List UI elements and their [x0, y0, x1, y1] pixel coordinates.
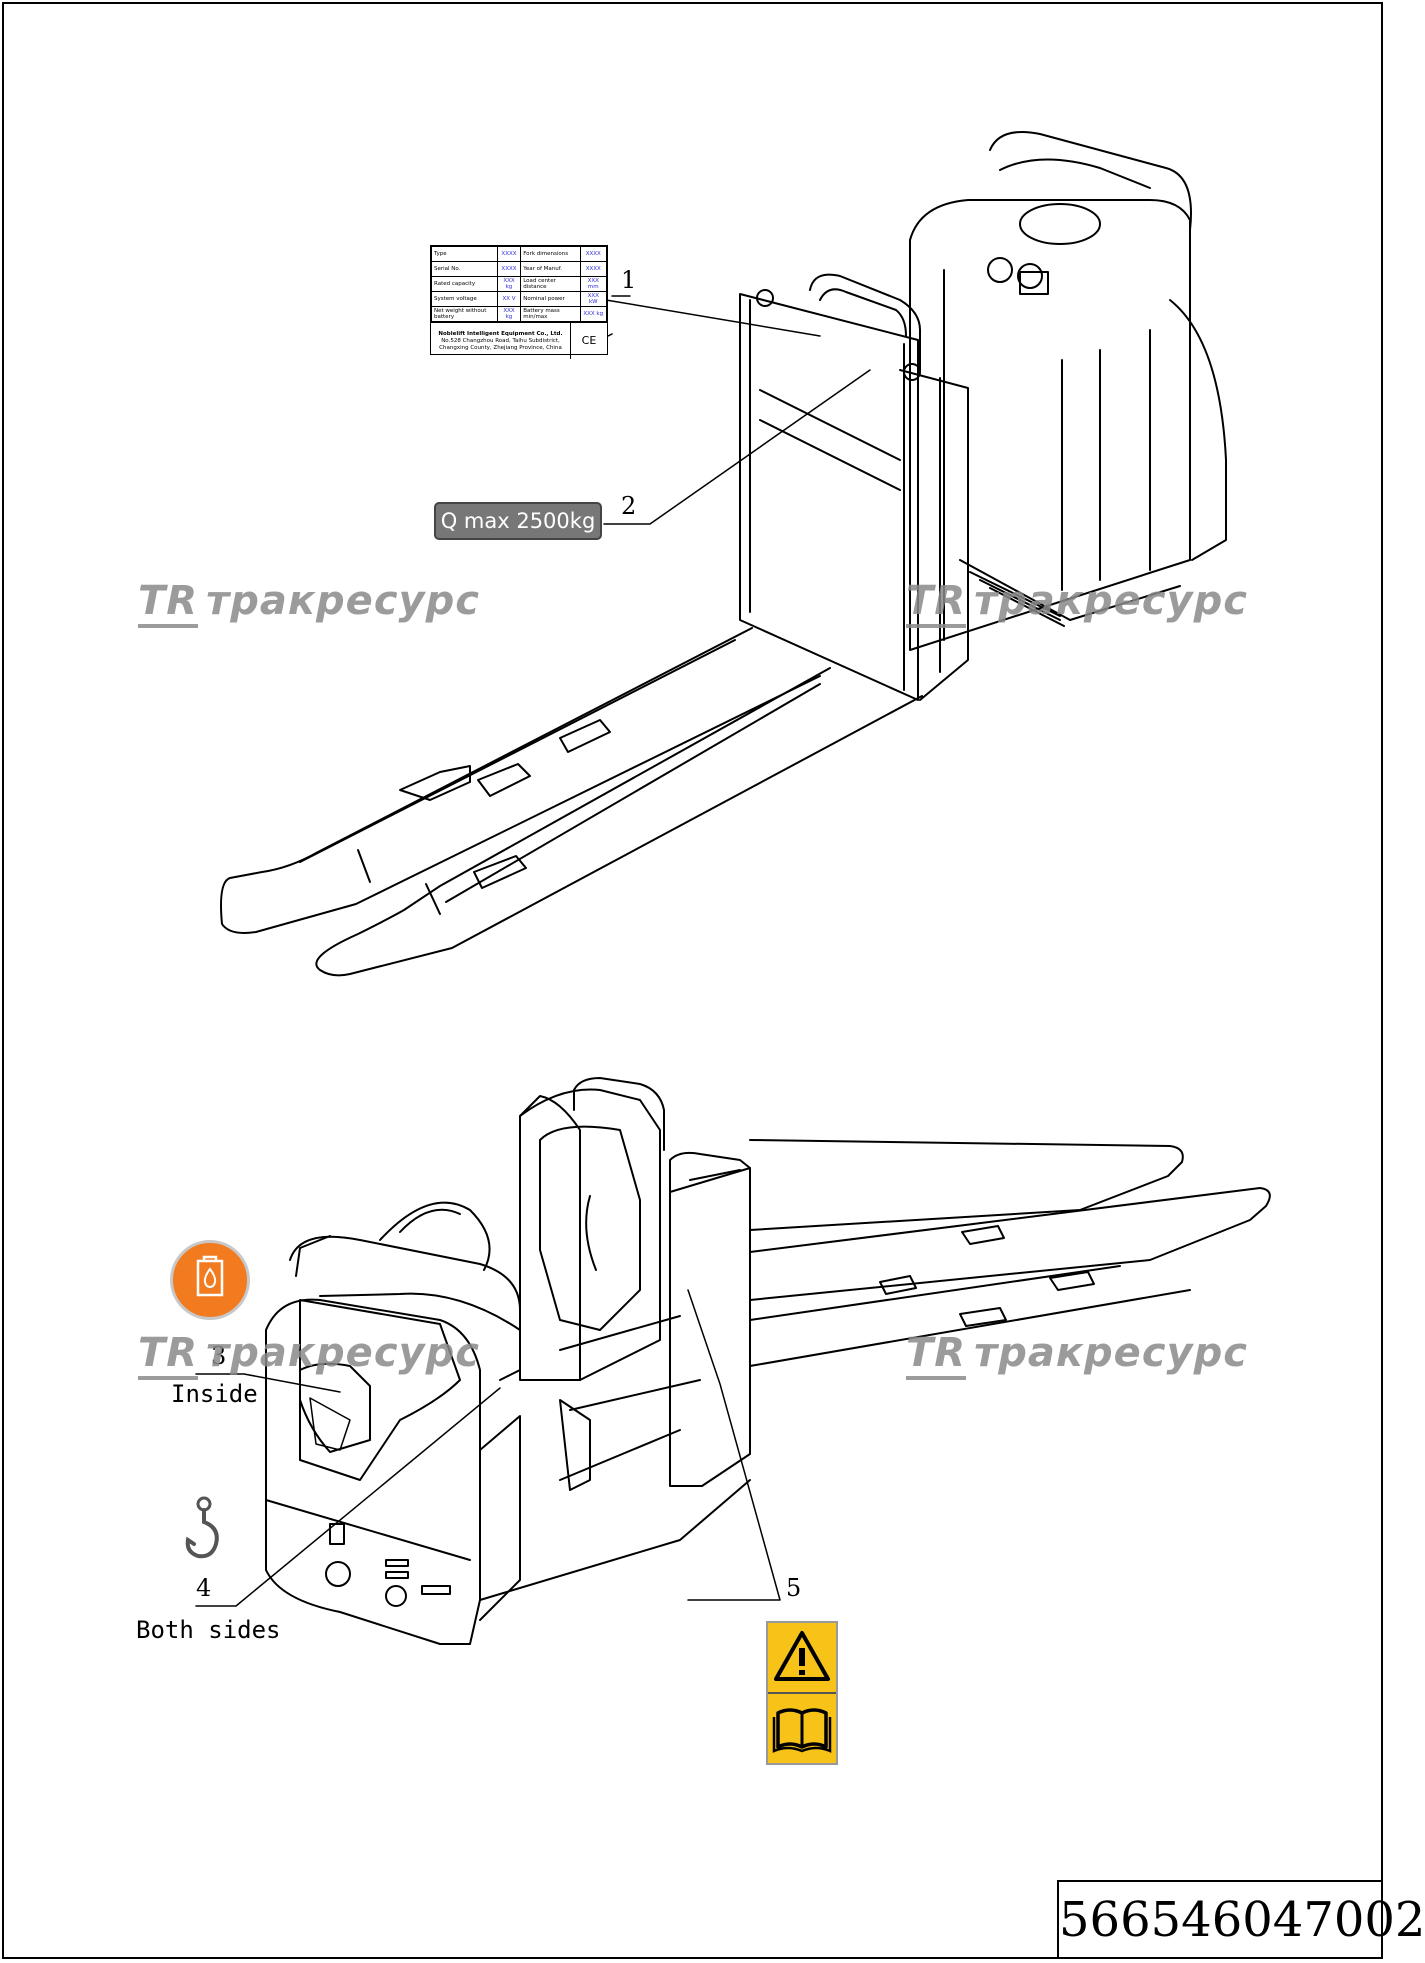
- top-truck-chassis: [909, 131, 1227, 651]
- nameplate-cell: System voltage: [431, 291, 498, 307]
- nameplate-cell: XXXX: [496, 261, 522, 277]
- nameplate-cell: XXX mm: [579, 276, 607, 292]
- drawing-frame: [2, 2, 1383, 1959]
- manual-book-icon: [772, 1708, 832, 1753]
- callout-5: 5: [786, 1574, 802, 1602]
- nameplate-cell: Year of Manuf.: [520, 261, 581, 277]
- watermark-text: тракресурс: [206, 1330, 480, 1376]
- nameplate-cell: Fork dimensions: [520, 246, 581, 262]
- watermark-logo: TR: [906, 1330, 967, 1380]
- caption-inside: Inside: [171, 1380, 258, 1408]
- nameplate-cell: XXXX: [579, 246, 607, 262]
- watermark-logo: TR: [138, 578, 199, 628]
- bottom-truck-backrest: [519, 1077, 751, 1487]
- nameplate-cell: XX V: [496, 291, 522, 307]
- callout-3: 3: [211, 1342, 227, 1370]
- top-truck-backrest: [739, 273, 969, 701]
- nameplate-cell: XXX kg: [496, 306, 522, 322]
- oil-label: [170, 1240, 250, 1320]
- warning-label: [766, 1621, 838, 1765]
- bottom-truck-chassis: [265, 1201, 751, 1645]
- warning-triangle-icon: [774, 1631, 830, 1681]
- bottom-truck-forks: [749, 1139, 1271, 1367]
- nameplate-cell: XXX kg: [496, 276, 522, 292]
- nameplate-cell: Battery mass min/max: [520, 306, 581, 322]
- nameplate-cell: XXX kW: [579, 291, 607, 307]
- nameplate-cell: XXX kg: [579, 306, 607, 322]
- ce-mark: CE: [581, 334, 597, 347]
- watermark-logo: TR: [138, 1330, 199, 1380]
- watermark-logo: TR: [906, 578, 967, 628]
- oil-drop-icon: [196, 1255, 224, 1297]
- caption-both-sides: Both sides: [136, 1616, 281, 1644]
- top-leader-lines: [599, 295, 871, 525]
- nameplate-table: Type XXXX Fork dimensions XXXX Serial No…: [431, 246, 607, 322]
- nameplate-cell: Nominal power: [520, 291, 581, 307]
- nameplate-cell: Type: [431, 246, 498, 262]
- manufacturer-line: Noblelift Intelligent Equipment Co., Ltd…: [438, 331, 563, 337]
- watermark-text: тракресурс: [974, 578, 1248, 624]
- manufacturer-block: Noblelift Intelligent Equipment Co., Ltd…: [431, 323, 571, 359]
- nameplate-label: Type XXXX Fork dimensions XXXX Serial No…: [430, 245, 608, 359]
- truck-drawings: [195, 131, 1271, 1645]
- nameplate-cell: Serial No.: [431, 261, 498, 277]
- nameplate-cell: Rated capacity: [431, 276, 498, 292]
- callout-4: 4: [196, 1574, 212, 1602]
- nameplate-cell: Net weight without battery: [431, 306, 498, 322]
- callout-2: 2: [621, 492, 637, 520]
- manufacturer-line: No.528 Changzhou Road, Taihu Subdistrict…: [441, 338, 560, 344]
- manufacturer-line: Changxing County, Zhejiang Province, Chi…: [439, 345, 562, 351]
- capacity-plate: Q max 2500kg: [434, 502, 602, 540]
- nameplate-footer: Noblelift Intelligent Equipment Co., Ltd…: [431, 322, 607, 359]
- watermark-text: тракресурс: [974, 1330, 1248, 1376]
- nameplate-cell: XXXX: [579, 261, 607, 277]
- nameplate-cell: XXXX: [496, 246, 522, 262]
- watermark-text: тракресурс: [206, 578, 480, 624]
- document-number: 566546047002: [1057, 1880, 1425, 1959]
- callout-1: 1: [621, 266, 637, 294]
- top-truck-forks: [220, 627, 923, 977]
- label-divider: [768, 1692, 836, 1694]
- nameplate-cell: Load center distance: [520, 276, 581, 292]
- bottom-leader-lines: [195, 1289, 781, 1607]
- lifting-hook-icon: [185, 1496, 219, 1559]
